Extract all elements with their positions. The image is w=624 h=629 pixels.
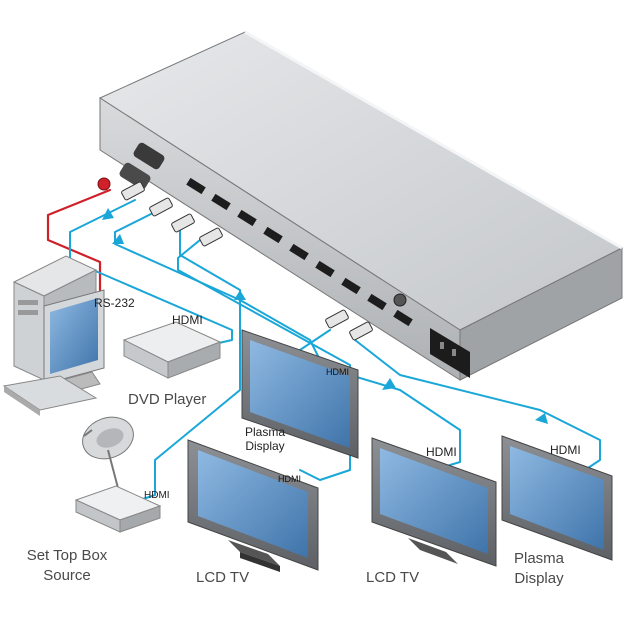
lcd2-hdmi-label: HDMI	[426, 445, 457, 459]
stb-label-line2: Source	[43, 567, 91, 584]
lcd1-label: LCD TV	[196, 569, 250, 586]
rs232-label: RS-232	[94, 296, 135, 310]
plasma-display-1	[241, 329, 359, 459]
plasma1-label-line1: Plasma	[244, 425, 285, 439]
switcher-device	[98, 30, 624, 381]
hdmi-cable-stb	[114, 211, 241, 501]
hdmi-cable-plasma2	[354, 339, 601, 469]
dvd-hdmi-label: HDMI	[172, 313, 203, 327]
plasma1-label-line2: Display	[245, 439, 285, 453]
set-top-box	[74, 485, 162, 533]
plasma1-hdmi-label: HDMI	[326, 367, 349, 377]
lcd-tv-1	[187, 439, 319, 572]
plasma2-hdmi-label: HDMI	[550, 443, 581, 457]
lcd-tv-2	[371, 437, 497, 567]
hdmi-cable-lcd1	[177, 239, 351, 481]
plasma2-label-line2: Display	[514, 570, 564, 587]
rs232-cable	[46, 188, 112, 302]
dvd-player-label: DVD Player	[128, 391, 207, 408]
plasma2-label-line1: Plasma	[513, 550, 565, 567]
lcd2-label: LCD TV	[366, 569, 420, 586]
stb-hdmi-label: HDMI	[144, 490, 170, 501]
stb-label-line1: Set Top Box	[26, 547, 108, 564]
plasma-display-2	[501, 435, 613, 561]
monitor	[43, 289, 105, 393]
dvd-player	[122, 321, 222, 379]
satellite-dish	[82, 416, 134, 489]
hdmi-cable-dvd	[69, 199, 233, 346]
lcd1-hdmi-label: HDMI	[278, 474, 301, 484]
keyboard	[2, 375, 98, 416]
